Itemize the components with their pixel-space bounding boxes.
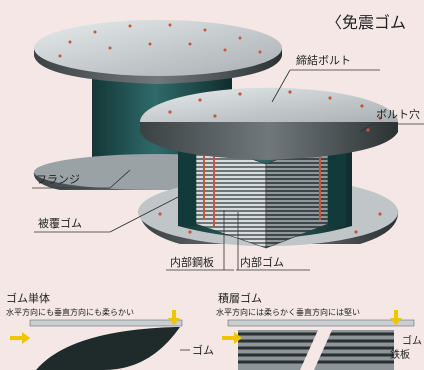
label-bolt-leader [271,69,291,103]
label-bolt-hole: ボルト穴 [376,107,420,121]
panel-left-top-plate [29,319,183,327]
label-cover-rubber-leader [109,195,181,233]
bolt-rods [203,150,321,226]
front-top-flange [140,87,398,122]
panel-left-subtitle: 水平方向にも垂直方向にも柔らかい [6,307,134,317]
callouts: 締結ボルト ボルト穴 フランジ 被覆ゴム 内部鋼板 内部ゴム [32,53,424,271]
arrow-right-icon [10,332,30,344]
arrow-right-icon [222,332,242,344]
front-top-flange-side [140,122,398,160]
back-bolt-dots [58,23,262,58]
label-bolt: 締結ボルト [296,53,351,67]
panel-left-rubber-deformed [36,327,180,370]
panel-right-title: 積層ゴム [218,291,262,305]
label-inner-rubber: 内部ゴム [240,255,284,269]
cutaway-isolator [138,87,399,249]
panel-laminated-rubber: 積層ゴム 水平方向には柔らかく垂直方向には堅い ゴム 鉄板 [216,291,422,370]
diagram-title: 〈免震ゴム [326,13,406,32]
panel-right-subtitle: 水平方向には柔らかく垂直方向には堅い [216,307,360,317]
panel-right-legend-rubber: ゴム [402,334,422,347]
label-flange-leader [109,169,131,189]
arrow-down-icon [390,310,402,325]
back-top-flange [34,20,282,76]
panel-rubber-only: ゴム単体 水平方向にも垂直方向にも柔らかい ゴム [6,291,214,370]
label-flange: フランジ [36,173,80,186]
panel-left-title: ゴム単体 [6,291,50,305]
panel-right-top-plate [227,319,415,327]
label-bolt-hole-leader [359,123,373,133]
cover-rubber-band-right [328,140,346,226]
panel-left-legend: ゴム [192,343,214,357]
panel-right-legend-steel: 鉄板 [390,348,410,361]
arrow-down-icon [168,310,180,325]
panel-right-laminate [238,330,394,370]
top-bolt-dots [168,90,382,132]
label-cover-rubber: 被覆ゴム [38,216,82,230]
bottom-bolt-dots [158,212,382,234]
label-inner-steel: 内部鋼板 [170,255,214,269]
cover-rubber-band-left [178,140,196,226]
